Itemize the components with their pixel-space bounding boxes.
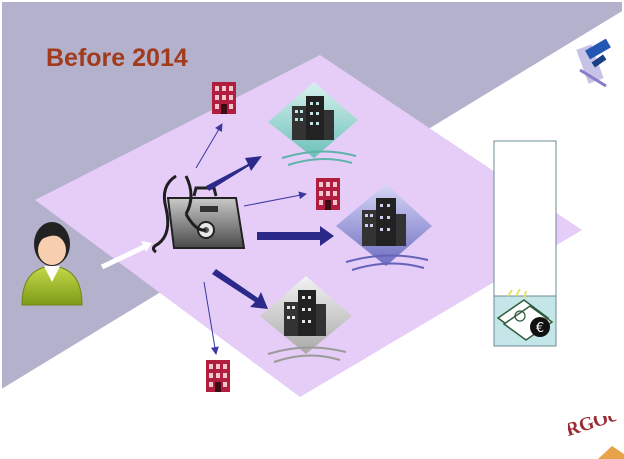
red-building-icon bbox=[206, 360, 230, 392]
svg-text:€: € bbox=[536, 321, 544, 336]
patient-avatar-icon bbox=[21, 222, 83, 306]
diamond-area bbox=[35, 55, 582, 397]
hospital-building-teal-icon bbox=[268, 82, 358, 166]
hospital-building-gray-icon bbox=[260, 276, 352, 363]
watermark-logo: RGOc bbox=[568, 416, 624, 459]
red-building-icon bbox=[316, 178, 340, 210]
arrow-to-hospital-top bbox=[206, 156, 262, 191]
slide-title: Before 2014 bbox=[46, 44, 188, 72]
money-bills-icon: € bbox=[496, 288, 554, 341]
doctor-bag-stethoscope-icon bbox=[151, 174, 246, 254]
arrow-to-red-building-bottom bbox=[203, 281, 219, 355]
red-building-icon bbox=[212, 82, 236, 114]
arrow-to-hospital-bottom bbox=[212, 269, 268, 309]
arrow-to-hospital-middle bbox=[257, 226, 334, 246]
arrow-to-red-building-middle bbox=[243, 191, 307, 207]
tools-clipart-icon bbox=[576, 38, 611, 88]
hospital-building-blue-icon bbox=[336, 184, 432, 271]
arrow-to-red-building-top bbox=[195, 123, 223, 169]
arrow-patient-to-doctor bbox=[100, 241, 152, 270]
